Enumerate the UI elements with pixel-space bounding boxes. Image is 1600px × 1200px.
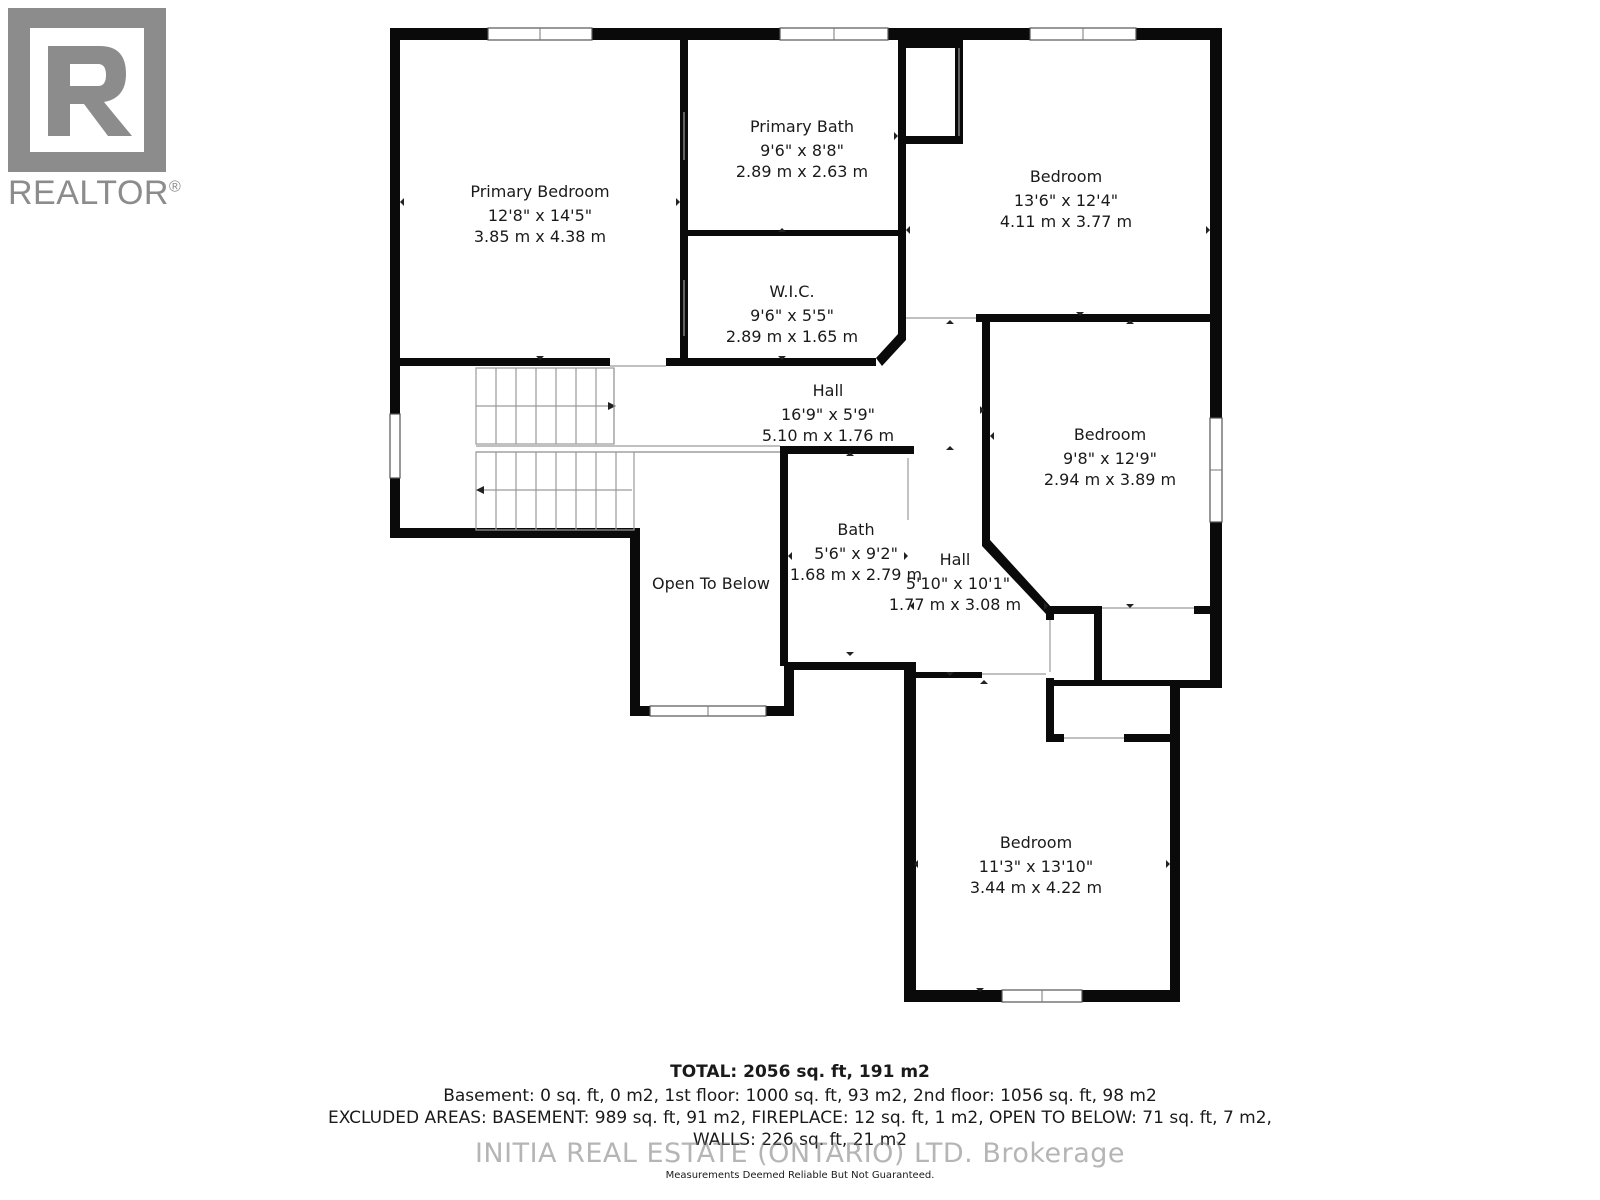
svg-text:9'8" x 12'9": 9'8" x 12'9"	[1063, 449, 1157, 468]
room-label-wic: W.I.C. 9'6" x 5'5" 2.89 m x 1.65 m	[726, 282, 858, 346]
dimension-ticks	[400, 132, 1210, 992]
windows	[389, 27, 1223, 1003]
svg-text:5'6" x 9'2": 5'6" x 9'2"	[814, 544, 898, 563]
brokerage-watermark: INITIA REAL ESTATE (ONTARIO) LTD. Broker…	[474, 1138, 1126, 1169]
realtor-logo-text: REALTOR®	[8, 174, 182, 212]
svg-text:1.68 m x 2.79 m: 1.68 m x 2.79 m	[790, 565, 922, 584]
room-label-primary-bath: Primary Bath 9'6" x 8'8" 2.89 m x 2.63 m	[736, 117, 868, 181]
staircase	[475, 367, 780, 531]
room-label-open-to-below: Open To Below	[652, 574, 770, 593]
svg-text:1.77 m x 3.08 m: 1.77 m x 3.08 m	[889, 595, 1021, 614]
svg-text:W.I.C.: W.I.C.	[769, 282, 814, 301]
room-label-primary-bedroom: Primary Bedroom 12'8" x 14'5" 3.85 m x 4…	[470, 182, 609, 246]
walls-area: WALLS: 226 sq. ft, 21 m2	[692, 1130, 908, 1150]
disclaimer: Measurements Deemed Reliable But Not Gua…	[665, 1170, 935, 1181]
svg-text:2.89 m x 1.65 m: 2.89 m x 1.65 m	[726, 327, 858, 346]
svg-text:12'8" x 14'5": 12'8" x 14'5"	[488, 206, 592, 225]
svg-text:Hall: Hall	[813, 381, 844, 400]
svg-text:2.94 m x 3.89 m: 2.94 m x 3.89 m	[1044, 470, 1176, 489]
svg-text:2.89 m x 2.63 m: 2.89 m x 2.63 m	[736, 162, 868, 181]
svg-text:Bath: Bath	[837, 520, 874, 539]
svg-text:9'6" x 8'8": 9'6" x 8'8"	[760, 141, 844, 160]
svg-text:9'6" x 5'5": 9'6" x 5'5"	[750, 306, 834, 325]
svg-text:Bedroom: Bedroom	[1074, 425, 1146, 444]
room-label-hall-lower: Hall 5'10" x 10'1" 1.77 m x 3.08 m	[889, 550, 1021, 614]
floor-areas: Basement: 0 sq. ft, 0 m2, 1st floor: 100…	[443, 1086, 1157, 1106]
room-label-hall-upper: Hall 16'9" x 5'9" 5.10 m x 1.76 m	[762, 381, 894, 445]
svg-text:Open To Below: Open To Below	[652, 574, 770, 593]
excluded-areas: EXCLUDED AREAS: BASEMENT: 989 sq. ft, 91…	[328, 1108, 1272, 1128]
svg-text:4.11 m x 3.77 m: 4.11 m x 3.77 m	[1000, 212, 1132, 231]
svg-text:Primary Bath: Primary Bath	[750, 117, 854, 136]
svg-text:5.10 m x 1.76 m: 5.10 m x 1.76 m	[762, 426, 894, 445]
svg-text:Primary Bedroom: Primary Bedroom	[470, 182, 609, 201]
svg-text:11'3" x 13'10": 11'3" x 13'10"	[979, 857, 1093, 876]
total-area: TOTAL: 2056 sq. ft, 191 m2	[670, 1062, 930, 1082]
svg-text:3.44 m x 4.22 m: 3.44 m x 4.22 m	[970, 878, 1102, 897]
room-label-bath: Bath 5'6" x 9'2" 1.68 m x 2.79 m	[790, 520, 922, 584]
svg-text:Bedroom: Bedroom	[1000, 833, 1072, 852]
svg-text:Bedroom: Bedroom	[1030, 167, 1102, 186]
openings	[610, 48, 1194, 739]
svg-text:Hall: Hall	[940, 550, 971, 569]
room-label-bedroom-east: Bedroom 9'8" x 12'9" 2.94 m x 3.89 m	[1044, 425, 1176, 489]
svg-text:16'9" x 5'9": 16'9" x 5'9"	[781, 405, 875, 424]
room-label-bedroom-ne: Bedroom 13'6" x 12'4" 4.11 m x 3.77 m	[1000, 167, 1132, 231]
svg-text:3.85 m x 4.38 m: 3.85 m x 4.38 m	[474, 227, 606, 246]
svg-text:5'10" x 10'1": 5'10" x 10'1"	[906, 574, 1010, 593]
realtor-logo	[8, 8, 166, 172]
floor-plan: Primary Bedroom 12'8" x 14'5" 3.85 m x 4…	[389, 27, 1223, 1003]
svg-text:13'6" x 12'4": 13'6" x 12'4"	[1014, 191, 1118, 210]
room-label-bedroom-south: Bedroom 11'3" x 13'10" 3.44 m x 4.22 m	[970, 833, 1102, 897]
